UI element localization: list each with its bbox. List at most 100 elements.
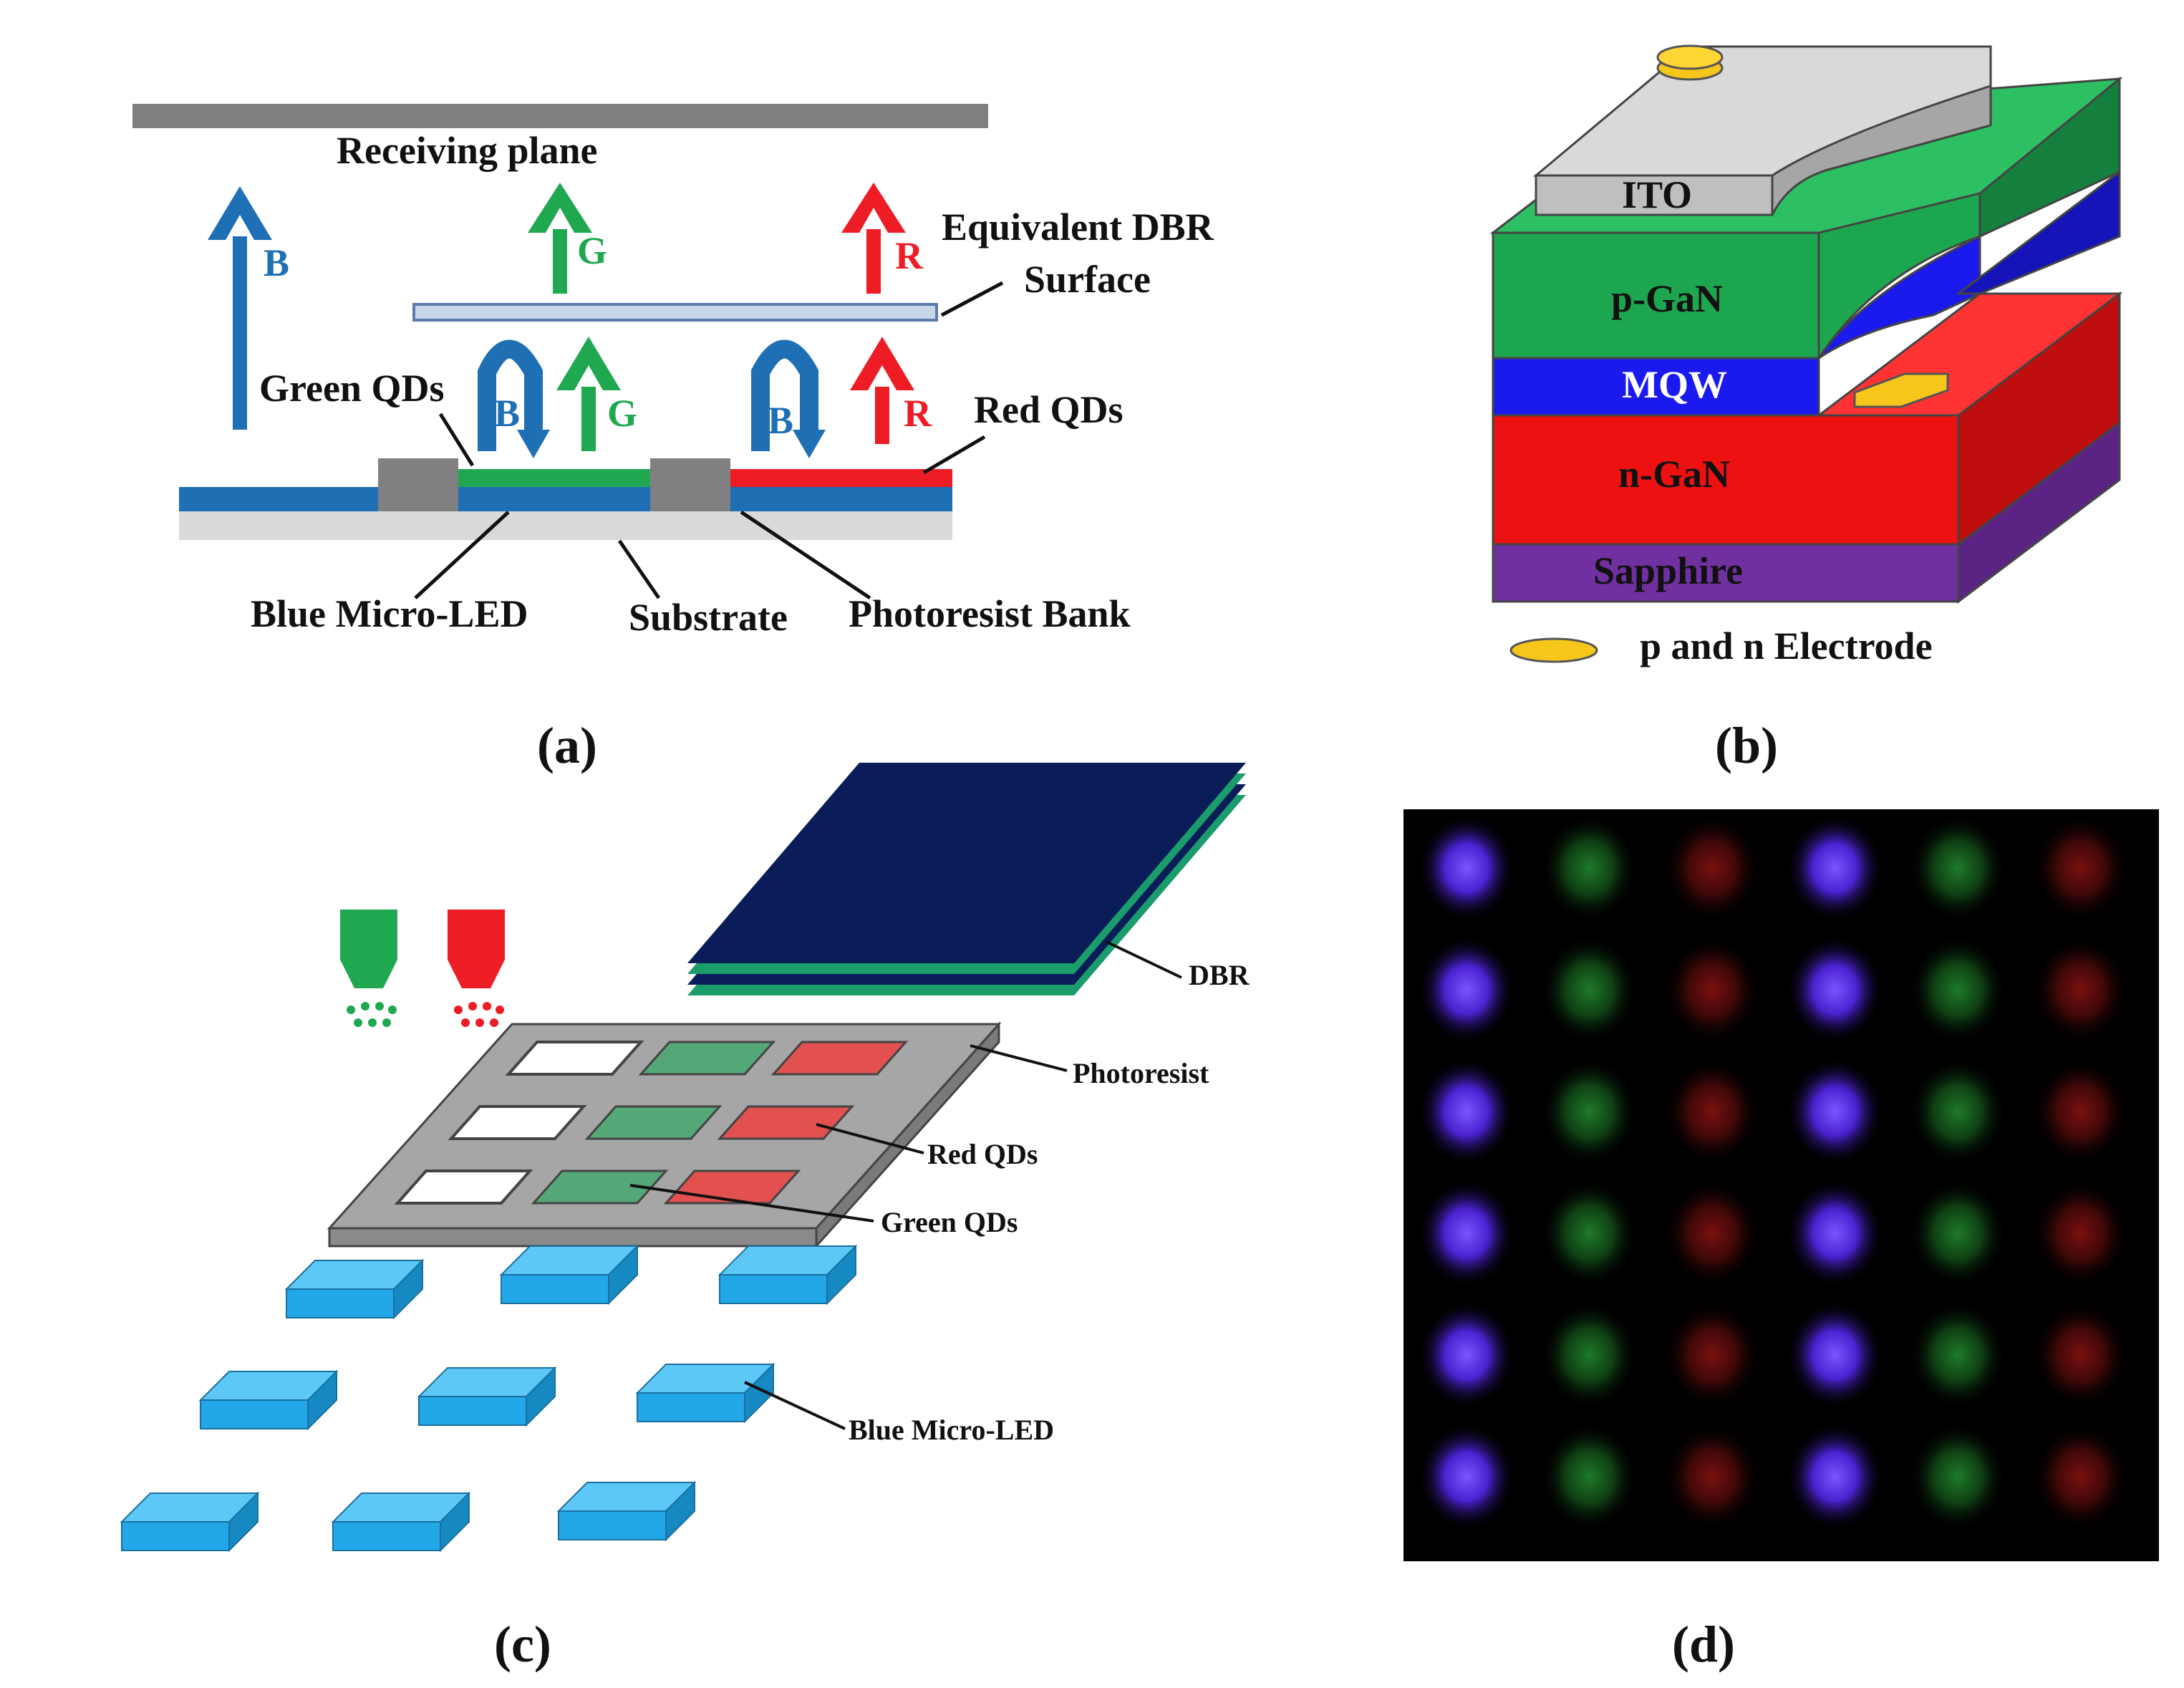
photoresist-bank-label: Photoresist Bank [849,592,1131,635]
n-gan-label: n-GaN [1618,453,1730,496]
red-qd-layer [730,469,952,487]
emission-spot-red [1663,936,1761,1043]
emission-spot-blue [1418,814,1515,922]
arrow-b-label-1: B [264,241,289,284]
photoresist-bank-2 [650,458,730,511]
emission-spot-red [1663,1423,1761,1530]
emission-spot-blue [1418,1301,1515,1409]
photoresist-bank-1 [378,458,458,511]
emission-spot-red [2031,1180,2130,1287]
emission-spot-green [1909,1058,2006,1165]
emission-spot-green [1909,1180,2006,1287]
n-gan-front [1492,414,1960,546]
receiving-plane-label: Receiving plane [337,129,597,172]
arrow-b-label-2: B [494,392,520,435]
p-gan-front [1492,231,1820,360]
caption-d: (d) [1672,1616,1735,1673]
emission-spot-green [1540,1180,1638,1287]
dbr-pointer [940,281,1004,317]
emission-spot-green [1909,936,2006,1043]
sapphire-label: Sapphire [1593,549,1743,592]
substrate-label: Substrate [629,596,788,639]
emission-spot-red [2031,936,2130,1043]
n-electrode [1853,372,1949,408]
ito-label: ITO [1622,173,1692,216]
emission-spot-green [1540,814,1638,922]
receiving-plane-bar [132,104,988,128]
green-qd-dispenser [340,910,397,988]
ito-front [1535,174,1774,216]
emission-spot-green [1540,1423,1638,1530]
electrode-legend-icon [1509,637,1598,663]
arrow-r-label-1: R [895,234,924,277]
substrate-layer [179,510,952,540]
green-arrow-g-top [528,183,592,294]
red-qds-label: Red QDs [974,388,1124,431]
arrow-r-label-2: R [904,392,932,435]
micro-led-array [120,1244,858,1553]
arrow-g-label-1: G [577,229,607,272]
dbr-label-line2: Surface [1024,258,1151,301]
emission-spot-red [2031,1058,2130,1165]
caption-a: (a) [537,717,597,774]
emission-spots [1418,814,2130,1530]
emission-spot-green [1909,1423,2006,1530]
emission-spot-red [1663,1058,1761,1165]
emission-spot-blue [1418,1058,1515,1165]
panel-d: (d) [1403,809,2159,1673]
emission-spot-blue [1786,1301,1884,1409]
emission-spot-green [1909,1301,2006,1409]
red-arrow-r-bottom [850,337,914,444]
electrode-legend-label: p and n Electrode [1640,624,1933,667]
blue-micro-led-label: Blue Micro-LED [251,592,528,635]
panel-b: ITO p-GaN MQW n-GaN Sapphire p and n Ele… [1489,44,2123,774]
emission-spot-blue [1786,814,1884,922]
mqw-front [1492,357,1820,417]
panel-c: DBR Photoresist Red QDs Gre [120,763,1250,1673]
emission-spot-blue [1418,1180,1515,1287]
arrow-g-label-2: G [607,392,637,435]
emission-spot-red [2031,1301,2130,1409]
dbr-surface-line [412,303,938,322]
emission-spot-blue [1786,936,1884,1043]
caption-c: (c) [494,1616,551,1673]
red-arrow-r-top [841,183,906,294]
emission-spot-blue [1418,1423,1515,1530]
mqw-label: MQW [1622,363,1727,406]
blue-arrow-b [208,186,272,430]
emission-spot-green [1540,936,1638,1043]
red-qds-label-c: Red QDs [927,1138,1038,1170]
photoresist-label: Photoresist [1073,1057,1209,1089]
emission-spot-red [1663,814,1761,922]
emission-spot-red [2031,814,2130,922]
p-gan-label: p-GaN [1611,277,1723,320]
curved-blue-arrow-red [751,339,818,451]
emission-spot-red [1663,1180,1761,1287]
blue-micro-led-layer [179,487,952,511]
caption-b: (b) [1715,717,1778,774]
green-qds-label: Green QDs [259,367,444,410]
dbr-label: DBR [1189,959,1250,991]
emission-spot-green [1540,1301,1638,1409]
green-qd-layer [458,469,652,487]
emission-spot-blue [1418,936,1515,1043]
emission-image-bg [1403,809,2159,1561]
green-arrow-g-bottom [556,337,621,451]
emission-spot-green [1909,814,2006,922]
red-qd-dispenser [448,910,505,988]
sapphire-front [1492,543,1960,603]
dbr-label-line1: Equivalent DBR [942,206,1214,249]
blue-micro-led-label-c: Blue Micro-LED [849,1414,1054,1446]
emission-spot-red [2031,1423,2130,1530]
green-qds-label-c: Green QDs [881,1206,1018,1238]
curved-blue-arrow-green [478,339,543,451]
emission-spot-blue [1786,1058,1884,1165]
emission-spot-red [1663,1301,1761,1409]
arrow-b-label-3: B [768,399,793,442]
panel-a: Receiving plane B G R Equivalent DBR Sur… [132,104,1214,774]
dbr-stack [687,763,1246,963]
emission-spot-blue [1786,1423,1884,1530]
emission-spot-blue [1786,1180,1884,1287]
emission-spot-green [1540,1058,1638,1165]
